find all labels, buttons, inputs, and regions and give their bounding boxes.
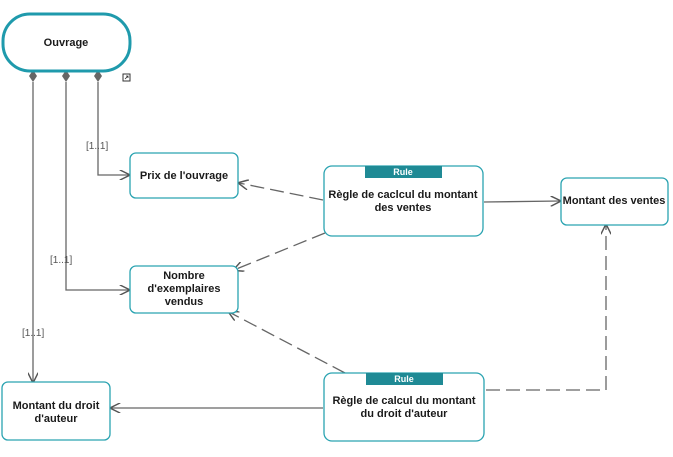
- composition-nombre: [62, 70, 129, 290]
- flow-rule-ventes-ventes: [483, 201, 560, 202]
- multiplicity-nombre: [1..1]: [50, 255, 72, 266]
- expand-icon[interactable]: [122, 73, 131, 82]
- node-rule-ventes-line1: Règle de caclcul du montant: [328, 189, 477, 201]
- multiplicity-droit: [1..1]: [22, 328, 44, 339]
- node-ouvrage-label: Ouvrage: [44, 37, 89, 49]
- multiplicity-prix: [1..1]: [86, 141, 108, 152]
- node-ventes-label: Montant des ventes: [563, 195, 666, 207]
- rule-tag: [365, 166, 442, 178]
- rule-tag-label: Rule: [393, 167, 413, 177]
- node-rule-ventes-line2: des ventes: [375, 202, 432, 214]
- node-prix-label: Prix de l'ouvrage: [140, 170, 228, 182]
- node-rule-droit-line2: du droit d'auteur: [361, 408, 449, 420]
- dependency-rule-ventes-nombre: [234, 232, 326, 270]
- composition-prix: [94, 70, 129, 175]
- rule-tag-label: Rule: [394, 374, 414, 384]
- node-nombre[interactable]: Nombre d'exemplaires vendus: [129, 265, 239, 314]
- node-rule-ventes[interactable]: Rule Règle de caclcul du montant des ven…: [323, 165, 484, 237]
- rule-tag: [366, 373, 443, 385]
- dependency-rule-droit-nombre: [229, 312, 346, 374]
- composition-droit: [29, 70, 37, 382]
- node-prix[interactable]: Prix de l'ouvrage: [129, 152, 239, 199]
- node-ouvrage[interactable]: Ouvrage: [1, 12, 132, 73]
- node-rule-droit-line1: Règle de calcul du montant: [332, 395, 475, 407]
- node-droit-line1: Montant du droit: [13, 400, 100, 412]
- node-nombre-line2: d'exemplaires: [148, 283, 221, 295]
- node-rule-droit[interactable]: Rule Règle de calcul du montant du droit…: [323, 372, 485, 442]
- node-nombre-line3: vendus: [165, 296, 204, 308]
- node-droit-line2: d'auteur: [35, 413, 79, 425]
- node-ventes[interactable]: Montant des ventes: [560, 177, 669, 226]
- dependency-rule-droit-ventes: [486, 225, 606, 391]
- node-droit[interactable]: Montant du droit d'auteur: [1, 381, 111, 441]
- node-nombre-line1: Nombre: [163, 270, 205, 282]
- dependency-rule-ventes-prix: [239, 183, 324, 201]
